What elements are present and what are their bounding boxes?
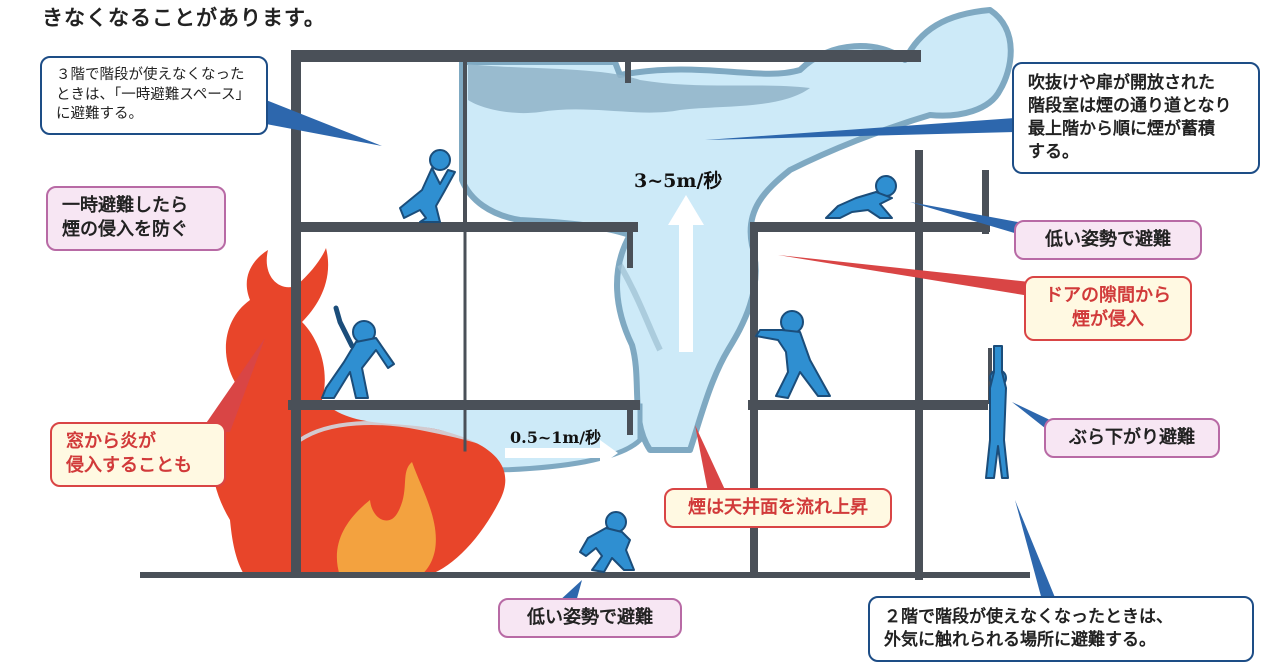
figure-hanging xyxy=(985,345,1009,479)
flames xyxy=(211,248,506,576)
building-structure xyxy=(140,50,1030,580)
low-posture-ground-callout: 低い姿勢で避難 xyxy=(498,598,682,639)
inner-wall-right xyxy=(750,222,758,577)
evacuee-figures xyxy=(321,149,1009,573)
atrium-smoke-note: 吹抜けや扉が開放された 階段室は煙の通り道となり 最上階から順に煙が蓄積 する。 xyxy=(1012,62,1260,174)
left-wall xyxy=(291,52,301,577)
outer-column-right xyxy=(915,150,923,580)
low-posture-upper-callout: 低い姿勢で避難 xyxy=(1014,220,1202,261)
ground-line xyxy=(140,572,1030,578)
third-floor-refuge-note: ３階で階段が使えなくなった ときは、「一時避難スペース」 に避難する。 xyxy=(40,56,268,135)
horizontal-speed-label: 0.5~1m/秒 xyxy=(510,428,602,447)
ceiling-flow-callout: 煙は天井面を流れ上昇 xyxy=(664,488,892,529)
figure-crawling-upper-right xyxy=(825,175,897,219)
figure-crouching-at-door xyxy=(399,149,456,223)
vertical-speed-label: 3~5m/秒 xyxy=(634,170,723,192)
horizontal-smoke-arrow xyxy=(505,440,618,466)
figure-pushing-door xyxy=(755,310,831,399)
hanging-evacuation-callout: ぶら下がり避難 xyxy=(1044,418,1220,459)
window-flame-callout: 窓から炎が 侵入することも xyxy=(50,422,226,487)
figure-crouching-ground xyxy=(579,511,635,573)
floor-2-right xyxy=(748,400,988,410)
header-text: きなくなることがあります。 xyxy=(42,6,326,30)
floor-2-left xyxy=(288,400,640,410)
figure-fleeing-fire xyxy=(321,305,395,399)
temp-refuge-callout: 一時避難したら 煙の侵入を防ぐ xyxy=(46,186,226,251)
second-floor-refuge-note: ２階で階段が使えなくなったときは、 外気に触れられる場所に避難する。 xyxy=(868,596,1254,662)
callout-pointers xyxy=(200,100,1056,602)
floor-3-left xyxy=(296,222,638,232)
upward-smoke-arrow xyxy=(668,195,704,352)
floor-3-right xyxy=(750,222,990,232)
door-gap-callout: ドアの隙間から 煙が侵入 xyxy=(1024,276,1192,341)
